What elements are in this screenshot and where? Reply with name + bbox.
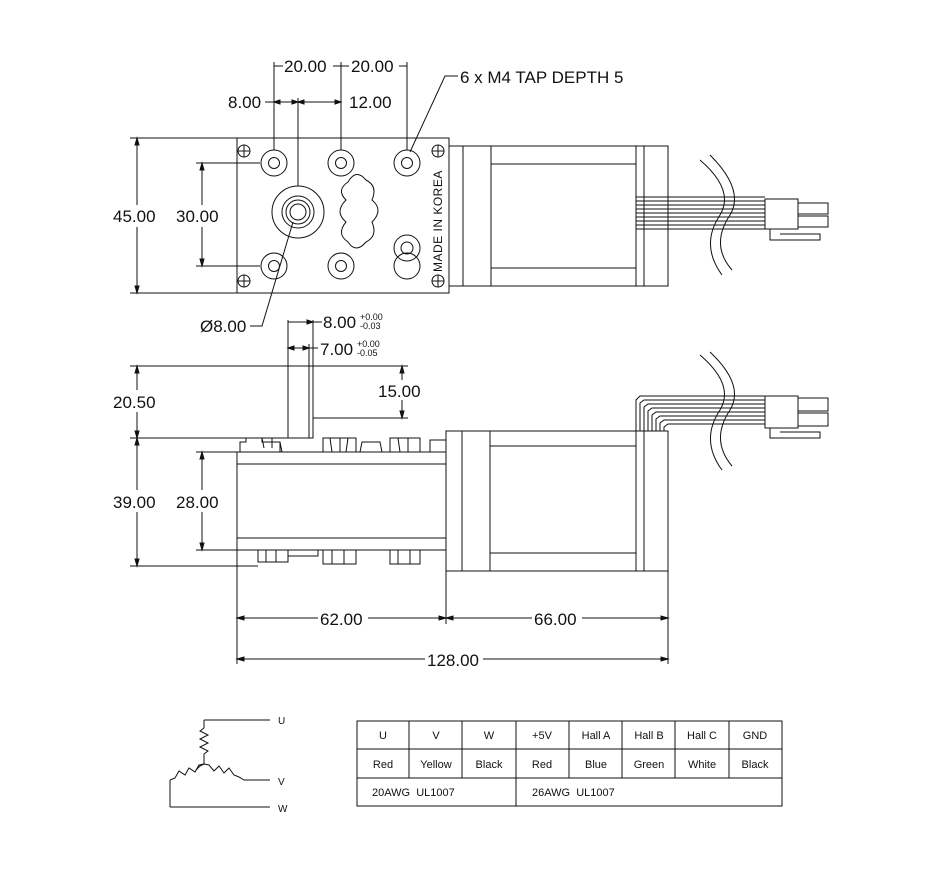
cable-top — [636, 154, 765, 276]
color-cell: Yellow — [420, 759, 451, 771]
dim-20b-label: 20.00 — [351, 57, 394, 76]
dim-66-label: 66.00 — [534, 610, 577, 629]
flat-w-tol-dn: -0.05 — [357, 348, 378, 358]
wire-power-spec: 20AWG UL1007 — [372, 787, 455, 799]
dim-15-label: 15.00 — [378, 382, 421, 401]
dim-shaft-width — [286, 319, 322, 366]
header-cell: U — [379, 730, 387, 742]
shaft-side — [287, 365, 314, 439]
header-cell: W — [484, 730, 495, 742]
header-cell: Hall A — [582, 730, 611, 742]
dim-20-5 — [130, 364, 288, 440]
motor-body-top — [448, 145, 669, 287]
dim-28-label: 28.00 — [176, 493, 219, 512]
output-shaft — [271, 185, 325, 239]
color-cell: White — [688, 759, 716, 771]
side-view: 8.00 +0.00 -0.03 7.00 +0.00 -0.05 20.50 … — [113, 312, 829, 670]
dim-20a-label: 20.00 — [284, 57, 327, 76]
shaft-w-tol-dn: -0.03 — [360, 321, 381, 331]
header-cell: Hall C — [687, 730, 717, 742]
wire-table: U V W +5V Hall A Hall B Hall C GND Red Y… — [356, 720, 783, 807]
gearbox-side — [236, 451, 447, 551]
connector-side — [764, 395, 829, 439]
shaft-w-tol-up: +0.00 — [360, 312, 383, 322]
dim-28 — [196, 450, 237, 552]
gear-teeth — [239, 437, 447, 565]
dim-62-label: 62.00 — [320, 610, 363, 629]
dim-30 — [196, 161, 260, 268]
table-color-row: Red Yellow Black Red Blue Green White Bl… — [373, 759, 769, 771]
dim-12-label: 12.00 — [349, 93, 392, 112]
dim-length — [235, 550, 670, 664]
winding-schematic: U V W — [169, 716, 288, 815]
connector-top — [764, 198, 829, 241]
dim-45-label: 45.00 — [113, 207, 156, 226]
header-cell: +5V — [532, 730, 553, 742]
dim-8-label: 8.00 — [228, 93, 261, 112]
flat-w-tol-up: +0.00 — [357, 339, 380, 349]
phase-w: W — [278, 804, 288, 815]
shaft-leader — [250, 221, 294, 327]
dim-39-label: 39.00 — [113, 493, 156, 512]
header-cell: V — [432, 730, 440, 742]
phase-u: U — [278, 716, 285, 727]
corner-screws — [237, 144, 445, 288]
color-cell: Blue — [585, 759, 607, 771]
shaft-w-label: 8.00 — [323, 313, 356, 332]
dim-45 — [130, 136, 237, 295]
dim-8-12 — [265, 98, 343, 186]
motor-body-side — [445, 430, 669, 572]
dim-20-5-label: 20.50 — [113, 393, 156, 412]
color-cell: Black — [742, 759, 769, 771]
header-cell: Hall B — [634, 730, 663, 742]
phase-v: V — [278, 777, 285, 788]
color-cell: Black — [476, 759, 503, 771]
flat-w-label: 7.00 — [320, 340, 353, 359]
header-cell: GND — [743, 730, 768, 742]
color-cell: Red — [532, 759, 552, 771]
made-in-korea: MADE IN KOREA — [431, 170, 445, 272]
dim-30-label: 30.00 — [176, 207, 219, 226]
dim-128-label: 128.00 — [427, 651, 479, 670]
dim-15 — [313, 364, 408, 420]
color-cell: Red — [373, 759, 393, 771]
cable-side — [635, 351, 765, 471]
wire-signal-spec: 26AWG UL1007 — [532, 787, 615, 799]
gear-outline — [339, 174, 379, 249]
tap-note: 6 x M4 TAP DEPTH 5 — [460, 68, 623, 87]
color-cell: Green — [634, 759, 665, 771]
dim-20-top — [273, 62, 408, 150]
shaft-dia-label: Ø8.00 — [200, 317, 246, 336]
table-header-row: U V W +5V Hall A Hall B Hall C GND — [379, 730, 767, 742]
tap-leader — [409, 75, 458, 153]
top-view: MADE IN KOREA — [113, 57, 829, 336]
